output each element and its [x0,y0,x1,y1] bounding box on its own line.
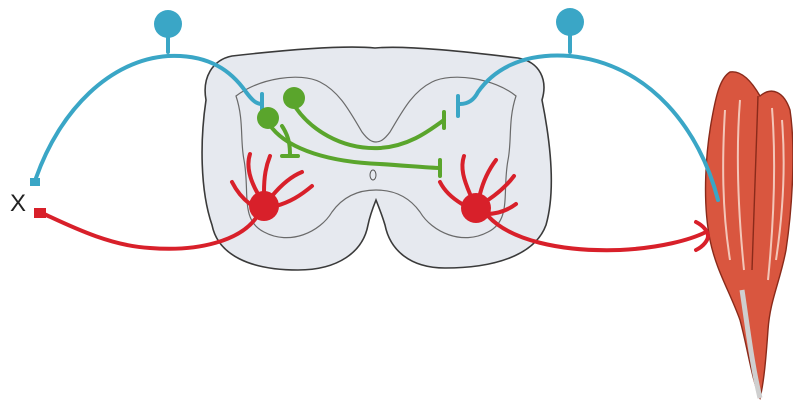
spinal-cord [202,47,551,270]
x-label: X [10,192,26,216]
spinal-cord-outline [202,47,551,270]
interneuron-body-lower [257,107,279,129]
motor-ending-left [34,208,46,218]
sensory-ending-left [30,178,40,186]
sensory-cell-body-left [154,10,182,38]
interneuron-body-upper [283,87,305,109]
motor-cell-body-right [461,193,491,223]
sensory-cell-body-right [556,8,584,36]
muscle [706,72,793,398]
